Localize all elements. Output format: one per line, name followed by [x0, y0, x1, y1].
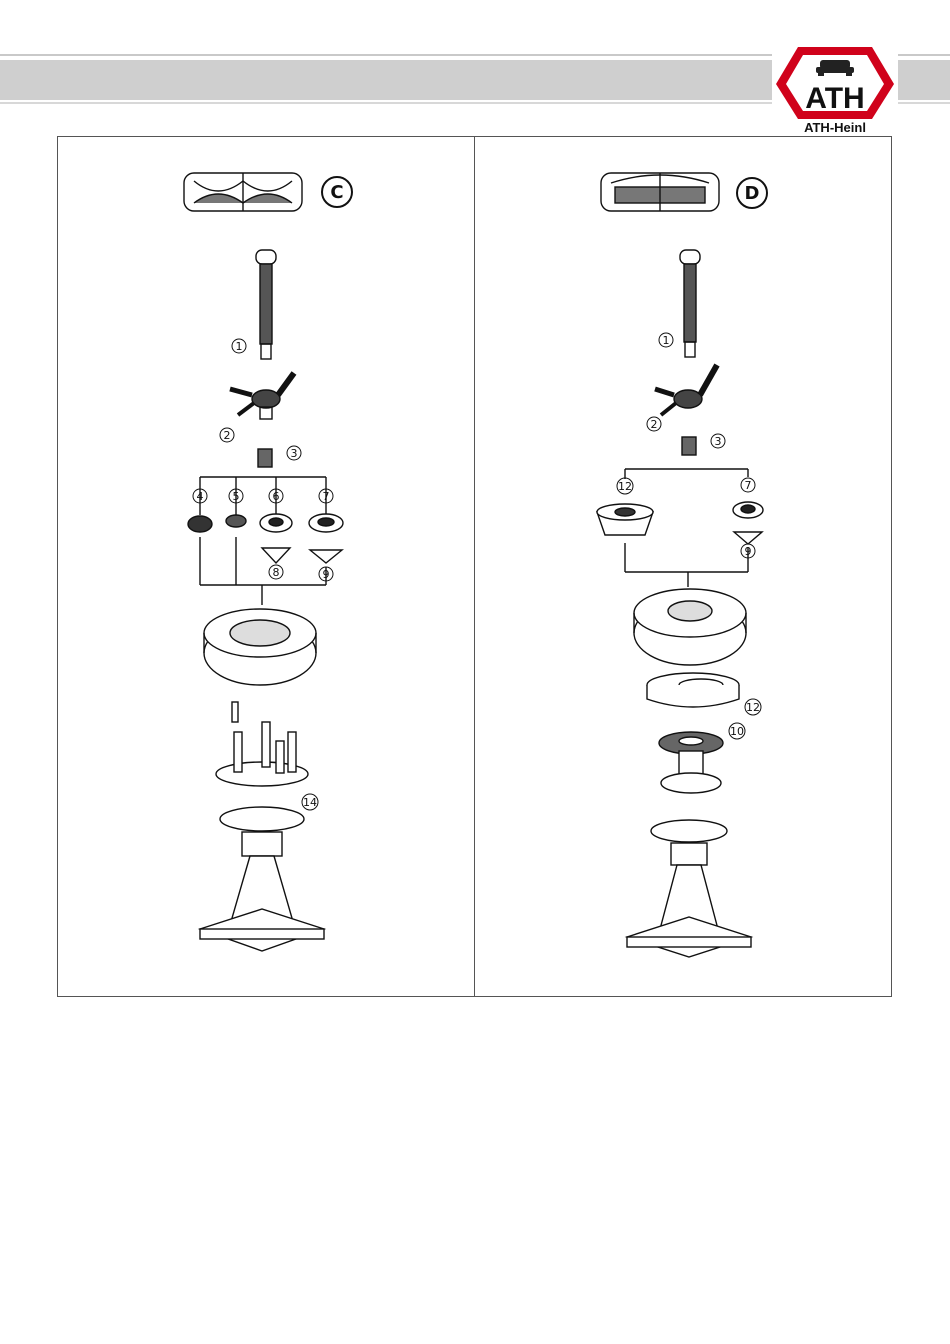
callout-12: 12 — [618, 480, 632, 493]
callout-7: 7 — [745, 479, 752, 492]
logo-caption: ATH-Heinl — [772, 120, 898, 135]
pin-plate-icon — [216, 702, 308, 786]
callout-8: 8 — [273, 566, 280, 579]
base-stand-d-icon — [627, 820, 751, 957]
logo-emblem-icon: ATH — [772, 44, 898, 122]
label-d-badge: D — [737, 178, 767, 208]
quick-nut-rod-icon — [256, 250, 276, 359]
logo-letters: ATH — [805, 82, 864, 115]
callout-1: 1 — [663, 334, 670, 347]
callout-9: 9 — [745, 545, 752, 558]
wing-nut-icon — [230, 373, 294, 419]
callout-1: 1 — [236, 340, 243, 353]
large-cone-12-icon — [597, 504, 653, 535]
label-c-badge: C — [322, 177, 352, 207]
cone-adapters-row — [733, 502, 763, 544]
callout-12-ring: 12 — [746, 701, 760, 714]
callout-10: 10 — [730, 725, 744, 738]
callout-4: 4 — [197, 490, 204, 503]
callout-3: 3 — [715, 435, 722, 448]
wing-nut-icon — [655, 365, 717, 415]
tire-profile-c-icon — [184, 173, 302, 211]
quick-nut-rod-icon — [680, 250, 700, 357]
collar-icon — [682, 437, 696, 455]
callout-14: 14 — [303, 796, 317, 809]
flange-10-icon — [659, 732, 723, 793]
callout-6: 6 — [273, 490, 280, 503]
panel-c-diagram: C — [58, 137, 474, 995]
tire-profile-d-icon — [601, 173, 719, 211]
callout-2: 2 — [224, 429, 231, 442]
cone-adapters-row — [188, 514, 343, 563]
ath-heinl-logo: ATH ATH-Heinl — [772, 44, 898, 136]
wheel-tire-c-icon — [204, 609, 316, 685]
svg-text:C: C — [330, 182, 343, 203]
svg-text:D: D — [745, 183, 760, 204]
callout-9: 9 — [323, 568, 330, 581]
panel-d-diagram: D — [475, 137, 891, 995]
callout-3: 3 — [291, 447, 298, 460]
cup-ring-12-icon — [647, 673, 739, 707]
collar-icon — [258, 449, 272, 467]
base-stand-c-icon — [200, 807, 324, 951]
wheel-tire-d-icon — [634, 589, 746, 665]
callout-5: 5 — [233, 490, 240, 503]
callout-7: 7 — [323, 490, 330, 503]
callout-2: 2 — [651, 418, 658, 431]
